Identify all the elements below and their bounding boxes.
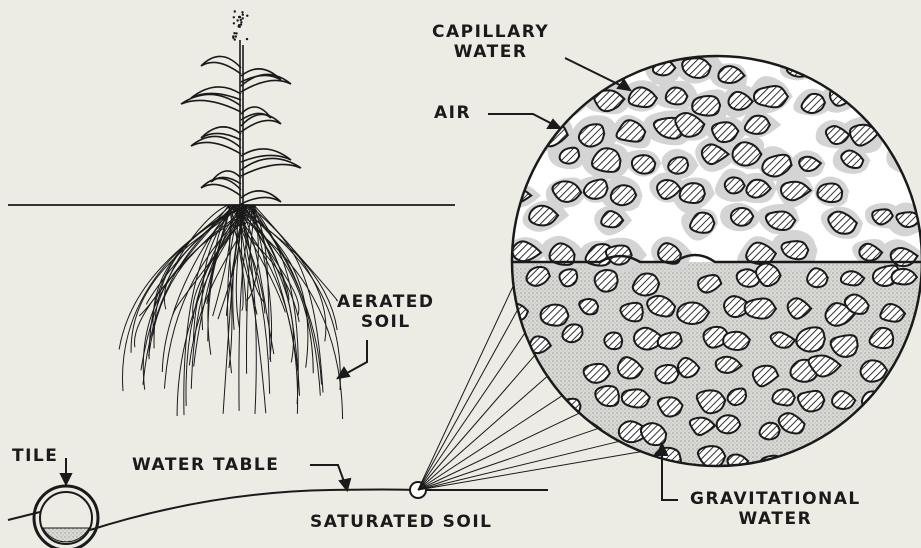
tassel-dot [240,19,242,21]
gravitational-water-label: GRAVITATIONAL WATER [690,489,861,530]
soil-particle [655,365,678,383]
ray-line [418,413,580,490]
root [134,205,238,347]
leaf [191,136,241,154]
capillary-film [819,78,864,113]
tassel-dot [233,22,235,24]
soil-particle [533,387,557,406]
capillary-water-label: CAPILLARY WATER [432,22,549,63]
soil-particle [772,389,794,405]
soil-particle [559,269,577,286]
tassel-dot [236,19,238,21]
soil-particle [611,185,636,205]
tassel-dot [235,32,237,34]
tassel-dot [235,35,237,37]
soil-particle [830,85,855,105]
ray-line [418,441,619,490]
soil-particle [725,177,745,193]
tassel [232,10,248,41]
soil-particle [666,88,688,105]
leaf [241,158,301,176]
water-table-label: WATER TABLE [132,455,279,475]
saturated-soil-label: SATURATED SOIL [310,512,493,532]
tassel-dot [242,14,244,16]
leaf [241,191,281,204]
root-system [119,205,343,419]
ray-line [418,452,642,490]
tassel-dot [233,32,235,34]
soil-particle [632,155,655,173]
soil-particle [604,333,622,350]
soil-particle [723,332,750,350]
tassel-dot [246,38,248,40]
tassel-dot [233,16,235,18]
soil-particle [731,208,753,226]
tassel-dot [238,16,240,18]
soil-particle [560,148,580,164]
soil-particle [817,183,842,202]
leaf [241,74,291,92]
air-label: AIR [434,103,471,123]
corn-plant [181,10,301,205]
soil-particle [692,96,720,116]
soil-particle [680,183,705,203]
tassel-dot [246,15,248,17]
tassel-dot [240,21,242,23]
soil-particle [595,270,618,292]
tassel-dot [232,37,234,39]
soil-particle [622,389,650,407]
leaf [191,87,241,100]
soil-particle [807,268,828,287]
leaf [241,107,271,120]
tile-label: TILE [12,446,58,466]
tassel-dot [234,10,236,12]
soil-particle [541,305,569,326]
soil-particle [668,157,688,173]
aerated-soil-label: AERATED SOIL [337,292,435,333]
leaf [201,56,241,74]
soil-particle [796,327,825,351]
soil-particle [682,58,710,78]
soil-particle [745,298,776,318]
soil-particle [658,332,682,348]
soil-particle [712,122,738,142]
soil-particle [760,423,780,440]
magnified-soil-circle [501,47,921,472]
tassel-dot [241,11,243,13]
soil-particle [846,419,872,436]
soil-particle [799,447,821,466]
tassel-dot [238,25,240,27]
ray-line [418,310,518,491]
soil-particle [562,324,582,342]
tile-pipe [34,486,98,548]
ray-line [418,376,547,490]
ray-line [418,333,525,490]
tassel-dot [240,23,242,25]
soil-particle [754,86,788,107]
soil-particle [555,90,582,111]
root [253,205,298,404]
soil-particle [717,415,741,433]
tassel-dot [242,17,244,19]
soil-particle [899,146,917,165]
leaf [211,171,241,184]
